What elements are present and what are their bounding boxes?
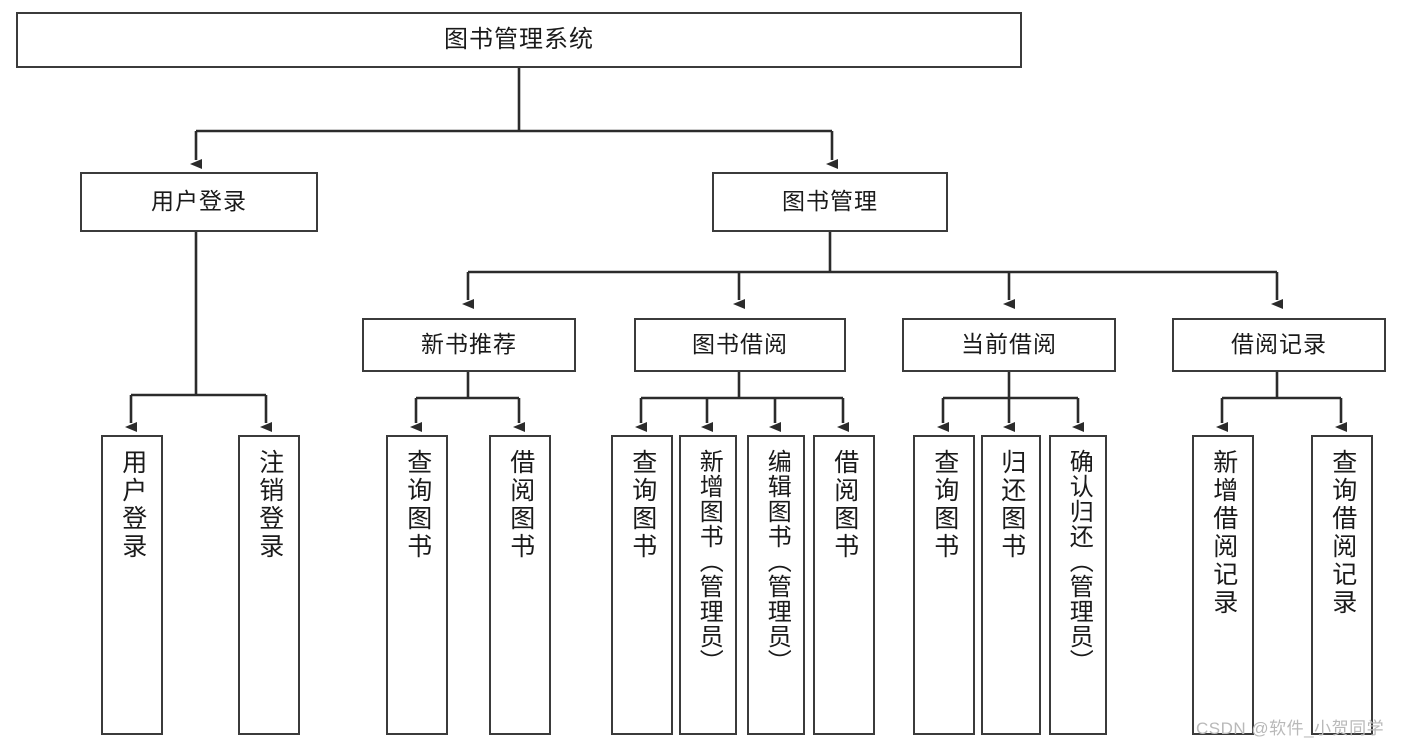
node-label: 编辑图书（管理员） [763, 449, 791, 674]
leaf-user-login[interactable]: 用户登录 [101, 435, 163, 735]
node-borrow-record[interactable]: 借阅记录 [1172, 318, 1386, 372]
leaf-borrow-book[interactable]: 借阅图书 [813, 435, 875, 735]
leaf-query-book-recommendation[interactable]: 查询图书 [386, 435, 448, 735]
node-label: 新书推荐 [421, 331, 517, 358]
node-label: 借阅图书 [830, 449, 859, 561]
node-user-login[interactable]: 用户登录 [80, 172, 318, 232]
node-label: 图书管理系统 [444, 25, 594, 53]
node-label: 查询借阅记录 [1328, 449, 1357, 617]
node-label: 查询图书 [403, 449, 432, 561]
leaf-query-book-current[interactable]: 查询图书 [913, 435, 975, 735]
node-label: 借阅图书 [506, 449, 535, 561]
node-label: 归还图书 [997, 449, 1026, 561]
node-label: 当前借阅 [961, 331, 1057, 358]
node-root-book-management-system[interactable]: 图书管理系统 [16, 12, 1022, 68]
node-label: 图书管理 [782, 188, 878, 215]
node-book-borrow[interactable]: 图书借阅 [634, 318, 846, 372]
node-label: 借阅记录 [1231, 331, 1327, 358]
leaf-borrow-book-recommendation[interactable]: 借阅图书 [489, 435, 551, 735]
leaf-add-book-admin[interactable]: 新增图书（管理员） [679, 435, 737, 735]
node-label: 确认归还（管理员） [1065, 449, 1093, 674]
leaf-edit-book-admin[interactable]: 编辑图书（管理员） [747, 435, 805, 735]
leaf-query-borrow-record[interactable]: 查询借阅记录 [1311, 435, 1373, 735]
node-label: 查询图书 [930, 449, 959, 561]
leaf-return-book[interactable]: 归还图书 [981, 435, 1041, 735]
node-current-borrow[interactable]: 当前借阅 [902, 318, 1116, 372]
node-label: 新增图书（管理员） [695, 449, 723, 674]
leaf-logout[interactable]: 注销登录 [238, 435, 300, 735]
node-label: 新增借阅记录 [1209, 449, 1238, 617]
leaf-confirm-return-admin[interactable]: 确认归还（管理员） [1049, 435, 1107, 735]
leaf-add-borrow-record[interactable]: 新增借阅记录 [1192, 435, 1254, 735]
node-label: 图书借阅 [692, 331, 788, 358]
node-label: 用户登录 [151, 188, 247, 215]
node-label: 注销登录 [255, 449, 284, 561]
node-label: 查询图书 [628, 449, 657, 561]
node-label: 用户登录 [118, 449, 147, 561]
csdn-watermark: CSDN @软件_小贺同学 [1196, 719, 1385, 738]
node-new-book-recommendation[interactable]: 新书推荐 [362, 318, 576, 372]
node-book-management[interactable]: 图书管理 [712, 172, 948, 232]
leaf-query-book-borrow[interactable]: 查询图书 [611, 435, 673, 735]
